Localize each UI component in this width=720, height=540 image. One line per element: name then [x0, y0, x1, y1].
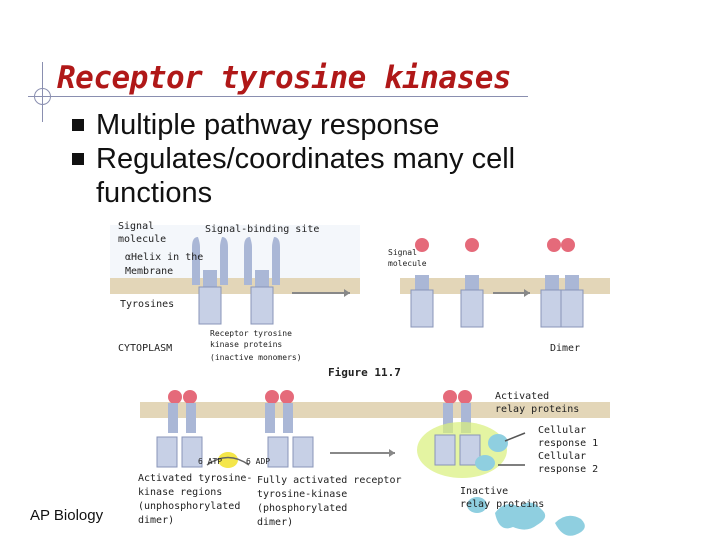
receptor-monomer	[192, 237, 228, 325]
label-alpha-helix: αHelix in the	[125, 252, 204, 263]
bullet-marker-icon	[72, 153, 84, 165]
label-fully-activated-1: Fully activated receptor	[257, 475, 402, 486]
label-dimer: Dimer	[550, 343, 581, 354]
bullet-list: Multiple pathway response Regulates/coor…	[72, 108, 672, 210]
label-fully-activated-3: (phosphorylated	[257, 503, 348, 514]
bullet-marker-icon	[72, 119, 84, 131]
membrane-lower-left	[140, 402, 450, 418]
label-signal-molecule-right-2: molecule	[388, 259, 427, 268]
bullet-item: Regulates/coordinates many cell	[72, 142, 672, 176]
label-cytoplasm: CYTOPLASM	[118, 343, 173, 354]
label-atp: 6 ATP	[198, 457, 223, 466]
label-inactive-relay-2: relay proteins	[460, 499, 545, 510]
bullet-text: Multiple pathway response	[96, 109, 440, 141]
decorative-crosshair-circle	[34, 88, 51, 105]
label-activated-tk-3: (unphosphorylated	[138, 501, 241, 512]
relay-complex	[417, 390, 526, 478]
label-receptor-2: kinase proteins	[210, 340, 283, 349]
label-fully-activated-4: dimer)	[257, 517, 294, 528]
label-activated-relay-1: Activated	[495, 391, 550, 402]
receptor-dimer-right	[540, 238, 584, 328]
bullet-continuation: functions	[72, 176, 672, 210]
rtk-diagram	[110, 225, 610, 536]
label-activated-tk-4: dimer)	[138, 515, 175, 526]
phosphorylated-dimer	[265, 390, 314, 468]
atp-blob	[218, 452, 238, 468]
arrow-head	[389, 449, 395, 457]
label-signal-molecule-2: molecule	[118, 234, 167, 245]
receptor-dimer	[410, 238, 484, 328]
activated-dimer	[156, 390, 203, 468]
label-activated-tk-1: Activated tyrosine-	[138, 473, 253, 484]
bullet-text: Regulates/coordinates many cell	[96, 143, 516, 175]
decorative-line-horizontal	[28, 96, 528, 97]
slide-title: Receptor tyrosine kinases	[57, 60, 512, 96]
receptor-monomer	[244, 237, 280, 325]
label-binding-site: Signal-binding site	[205, 224, 320, 235]
inactive-relay-protein	[555, 515, 585, 536]
label-activated-tk-2: kinase regions	[138, 487, 223, 498]
inactive-relay-protein	[467, 497, 487, 513]
label-cellular-response-1a: Cellular	[538, 425, 587, 436]
label-activated-relay-2: relay proteins	[495, 404, 580, 415]
label-receptor-3: (inactive monomers)	[210, 353, 302, 362]
atp-curve	[206, 456, 250, 466]
label-signal-molecule: Signal	[118, 221, 155, 232]
extracellular-upper-left	[110, 225, 360, 278]
label-adp: 6 ADP	[246, 457, 271, 466]
arrow-head	[524, 289, 530, 297]
label-inactive-relay-1: Inactive	[460, 486, 509, 497]
label-tyrosines: Tyrosines	[120, 299, 175, 310]
label-fully-activated-2: tyrosine-kinase	[257, 489, 348, 500]
bullet-text: functions	[96, 177, 213, 209]
membrane-upper-left	[110, 278, 360, 294]
bullet-item: Multiple pathway response	[72, 108, 672, 142]
label-membrane: Membrane	[125, 266, 174, 277]
footer-label: AP Biology	[30, 507, 104, 524]
inactive-relay-protein	[495, 502, 546, 530]
label-cellular-response-1b: response 1	[538, 438, 599, 449]
label-cellular-response-2b: response 2	[538, 464, 599, 475]
arrow-head	[344, 289, 350, 297]
label-receptor-1: Receptor tyrosine	[210, 329, 292, 338]
label-cellular-response-2a: Cellular	[538, 451, 587, 462]
rtk-figure: Signal molecule Signal-binding site αHel…	[110, 215, 610, 540]
figure-number: Figure 11.7	[328, 366, 401, 379]
label-signal-molecule-right: Signal	[388, 248, 417, 257]
